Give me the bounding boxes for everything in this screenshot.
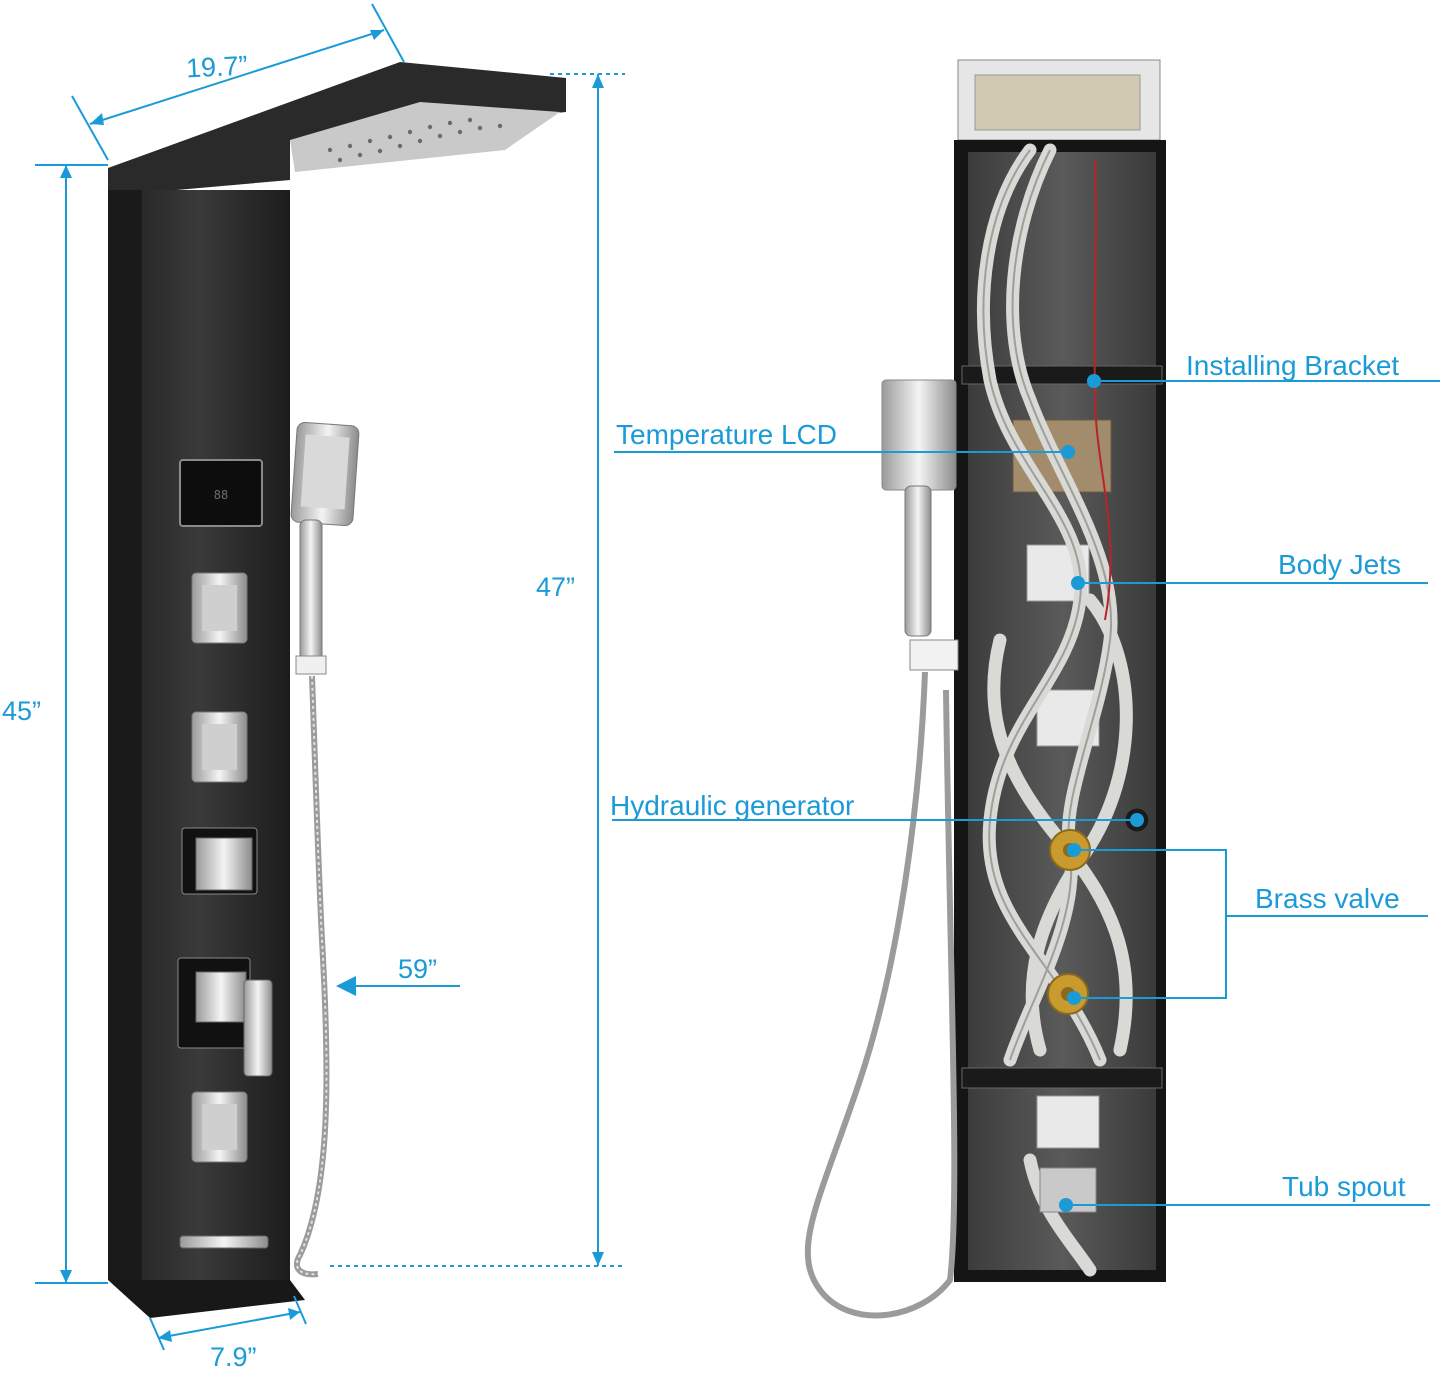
label-tub-spout: Tub spout	[1282, 1171, 1406, 1202]
body-jet-1	[191, 572, 248, 644]
hose-length-label: 59”	[398, 954, 437, 984]
total-height-label: 47”	[536, 572, 575, 602]
label-body-jets: Body Jets	[1278, 549, 1401, 580]
panel-width-ext-right	[293, 1295, 307, 1325]
callout-leaders	[612, 380, 1440, 1206]
panel-width-label: 7.9”	[210, 1342, 257, 1372]
interior-hoses-shadow	[982, 149, 1113, 1061]
rain-head-nozzle-plate	[290, 102, 560, 172]
interior-shower-panel	[804, 59, 1166, 1319]
dimension-arrowheads	[60, 30, 604, 1342]
panel-width-line	[157, 1311, 301, 1339]
installing-bracket-upper	[961, 365, 1163, 385]
interior-hand-shower	[881, 379, 959, 671]
label-temperature-lcd: Temperature LCD	[616, 419, 837, 450]
hand-shower	[290, 421, 360, 675]
callout-dots	[1059, 374, 1144, 1212]
label-brass-valve: Brass valve	[1255, 883, 1400, 914]
installing-bracket-lower	[961, 1067, 1163, 1089]
body-jet-2	[191, 711, 248, 783]
diverter-knob	[181, 827, 258, 895]
panel-side-face	[108, 190, 142, 1280]
top-box-fittings	[974, 74, 1141, 131]
head-width-ext-left	[71, 95, 109, 161]
head-width-label: 19.7”	[185, 50, 248, 83]
rain-head-nozzles	[327, 117, 503, 163]
panel-width-ext-left	[149, 1317, 165, 1351]
temperature-lcd-display	[179, 459, 263, 527]
head-width-ext-right	[371, 3, 405, 63]
body-height-label: 45”	[2, 696, 41, 726]
interior-hand-shower-hose	[804, 671, 958, 1319]
mixing-valve-lever	[177, 957, 273, 1077]
hand-shower-hose	[293, 675, 330, 1278]
brass-valve-lower	[1047, 973, 1089, 1015]
lcd-digits: 88	[214, 488, 228, 502]
label-hydraulic-generator: Hydraulic generator	[610, 790, 854, 821]
head-width-line	[89, 29, 385, 125]
red-wire	[1093, 159, 1112, 621]
leader-brass-valve-bracket	[1074, 849, 1227, 999]
panel-bottom-face	[108, 1280, 305, 1318]
label-installing-bracket: Installing Bracket	[1186, 350, 1399, 381]
dimension-lines	[35, 3, 625, 1351]
body-jet-3	[191, 1091, 248, 1163]
tub-spout-slot	[179, 1235, 269, 1249]
jet-housing-3	[1036, 1095, 1100, 1149]
exterior-shower-panel: 88	[108, 62, 566, 1318]
